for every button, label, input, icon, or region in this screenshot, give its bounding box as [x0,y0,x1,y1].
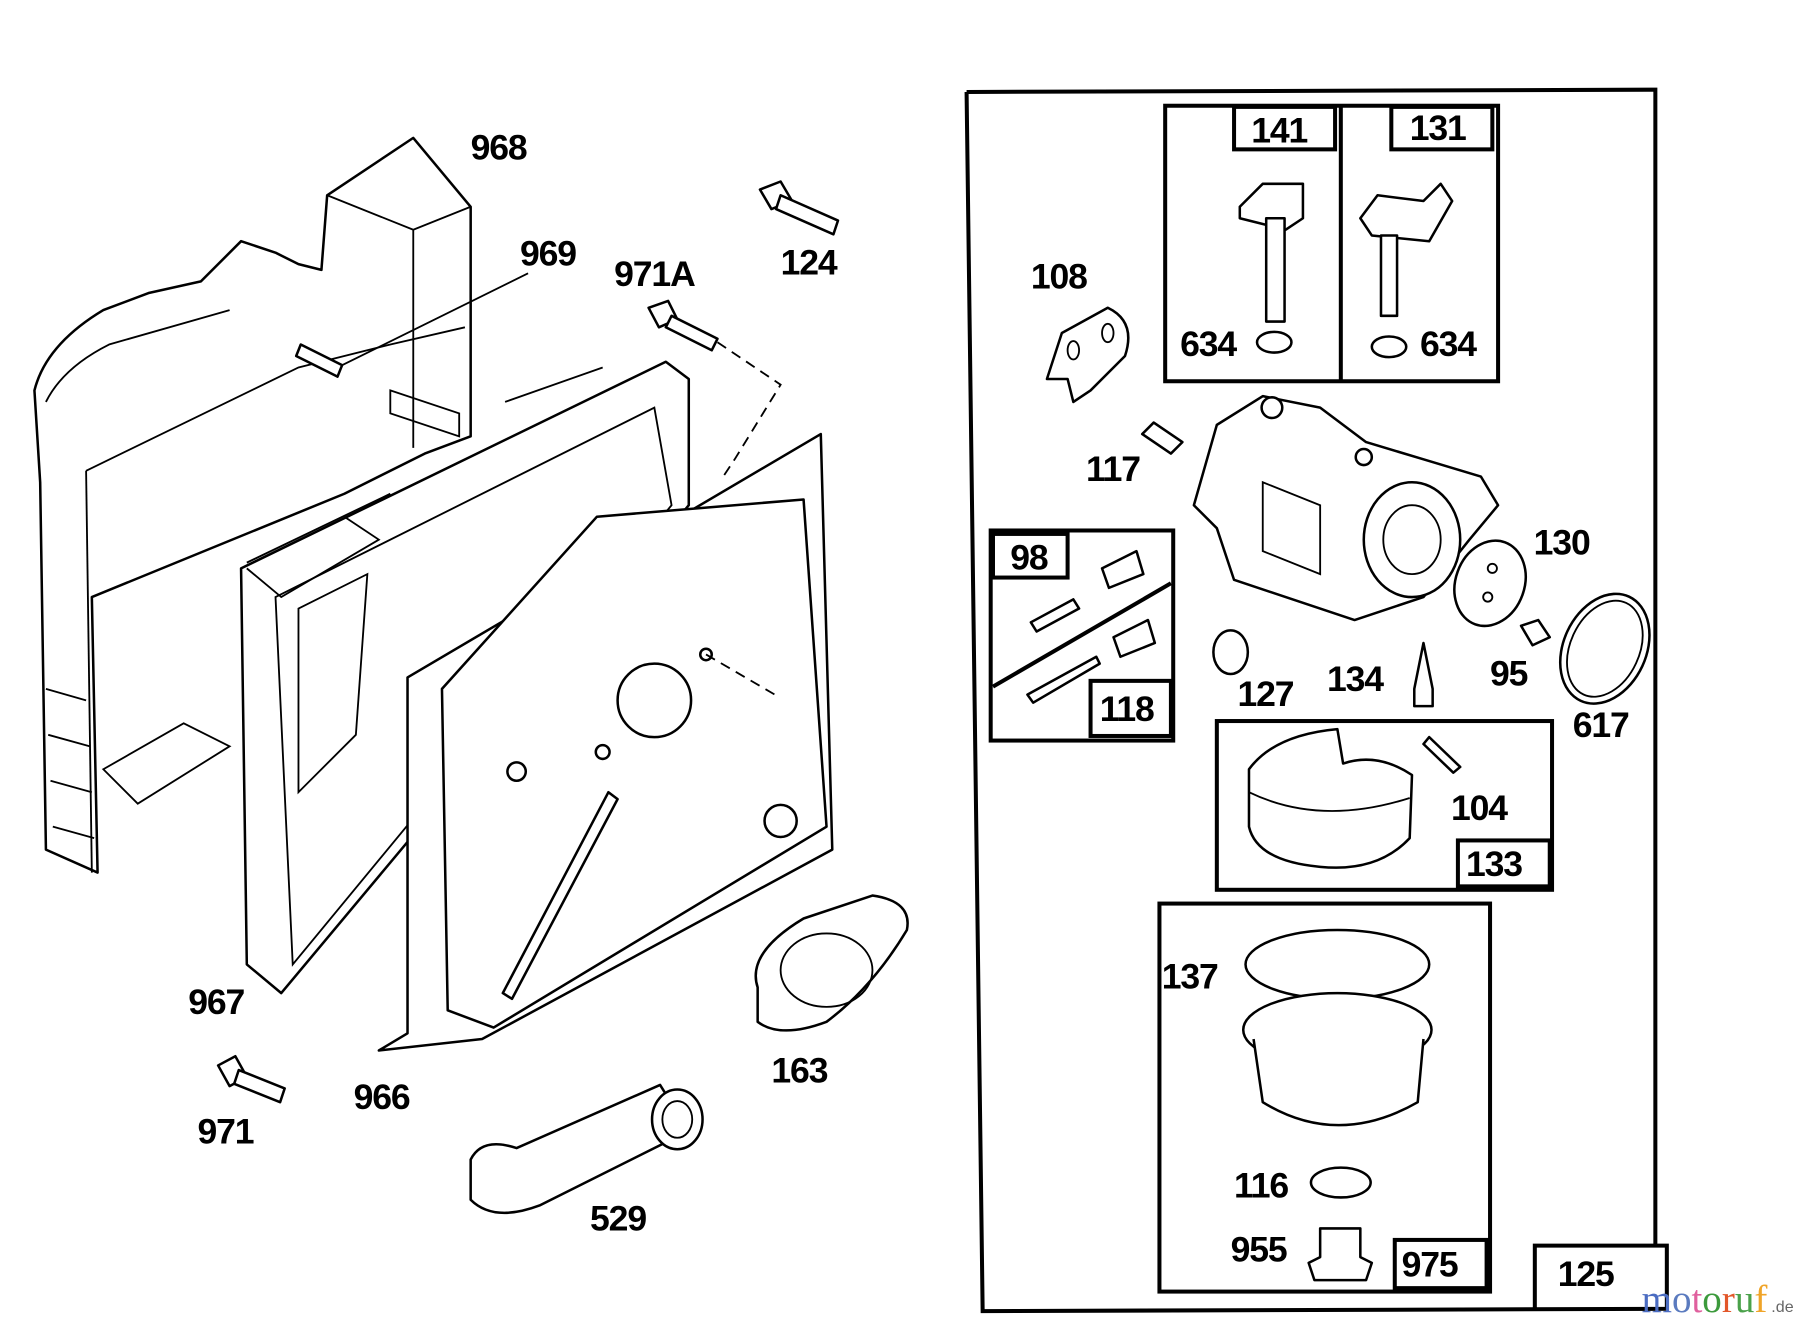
callout-971a: 971A [614,254,695,294]
kit-frame [964,87,1669,1314]
callout-104: 104 [1451,788,1508,828]
callout-127: 127 [1238,674,1294,714]
screw-971-drawing [216,1054,286,1104]
callout-137: 137 [1162,957,1218,997]
callout-131: 131 [1410,108,1466,148]
cover-drawing [377,341,834,1052]
callout-130: 130 [1534,523,1590,563]
callout-529: 529 [590,1199,646,1239]
bowl-kit-box [1157,901,1493,1294]
callout-108: 108 [1031,256,1087,296]
screws-98-118-drawing [1026,549,1157,704]
screw-kits-box [988,528,1176,743]
callout-118: 118 [1100,689,1154,729]
float-kit-box [1214,719,1555,892]
tube-117-drawing [1140,421,1184,455]
callout-95: 95 [1490,653,1528,693]
needle-134-drawing [1413,641,1434,708]
watermark-letter: f [1754,1278,1767,1321]
plug-127-drawing [1212,629,1250,676]
callout-133: 133 [1466,844,1522,884]
callout-141: 141 [1251,110,1307,150]
stud-drawing [294,272,529,378]
callout-955: 955 [1231,1230,1287,1270]
screw-971a-drawing [647,299,719,352]
callout-968: 968 [471,128,527,168]
callout-125: 125 [1558,1254,1614,1294]
callout-617: 617 [1573,705,1629,745]
motoruf-watermark-logo: motoruf .de [1642,1278,1794,1321]
callout-163: 163 [771,1051,827,1091]
callout-969: 969 [520,233,576,273]
float-drawing [1247,727,1462,869]
watermark-letter: u [1735,1278,1755,1321]
gasket-130-drawing [1453,539,1527,628]
svg-text:motoruf: motoruf [1642,1278,1768,1321]
callout-116: 116 [1234,1165,1288,1205]
watermark-letter: m [1642,1278,1672,1321]
watermark-suffix: .de [1771,1298,1793,1316]
watermark-letter: o [1702,1278,1722,1321]
callout-975: 975 [1402,1245,1458,1285]
callout-634-left: 634 [1180,324,1237,364]
callout-966: 966 [354,1077,410,1117]
callout-117: 117 [1086,449,1140,489]
screw-124-drawing [758,180,840,236]
air-cleaner-base-drawing [33,136,472,874]
plate-108-drawing [1045,306,1130,404]
callout-124: 124 [781,242,838,282]
screw-95-drawing [1519,618,1552,647]
carburetor-body-drawing [1192,394,1500,622]
o-ring-617-drawing [1558,592,1651,705]
choke-shaft-drawing [1359,182,1454,359]
callout-967: 967 [188,982,244,1022]
callout-134: 134 [1327,659,1384,699]
breather-tube-drawing [469,1083,704,1215]
callout-971: 971 [197,1111,253,1151]
watermark-letter: t [1691,1278,1702,1321]
callout-634-right: 634 [1420,324,1477,364]
bowl-drawing [1241,928,1433,1282]
callout-98: 98 [1010,538,1048,578]
gasket-163-drawing [754,894,909,1032]
watermark-letter: r [1722,1278,1735,1321]
throttle-shaft-drawing [1238,182,1305,354]
watermark-letter: o [1672,1278,1692,1321]
